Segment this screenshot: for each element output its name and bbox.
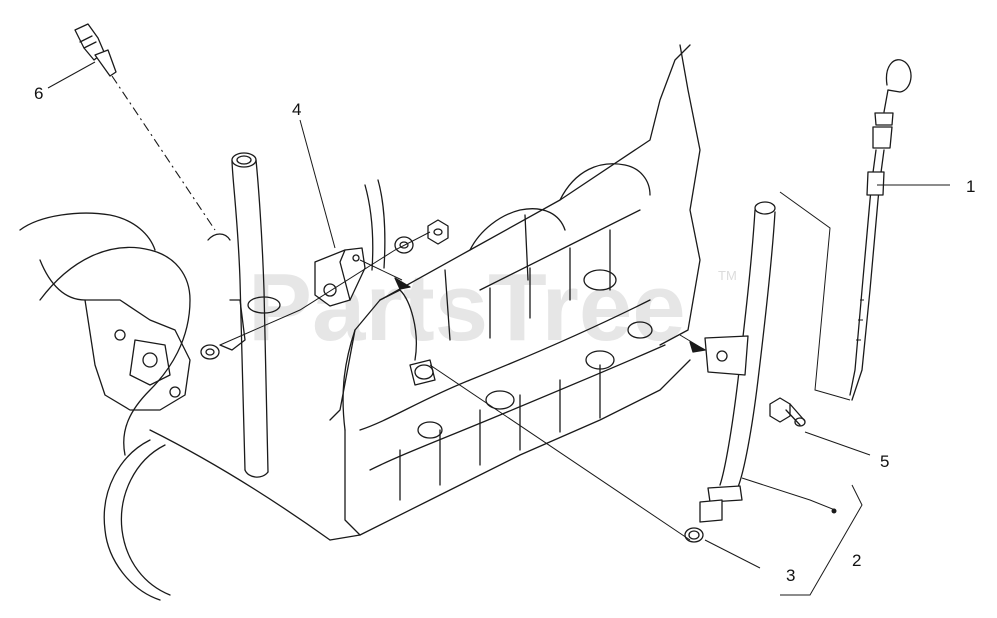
gear-housing	[19, 212, 331, 601]
callout-1: 1	[966, 177, 975, 196]
callout-5: 5	[880, 452, 889, 471]
dipstick-guide-tube	[679, 201, 776, 543]
callout-4: 4	[292, 100, 301, 119]
callout-2: 2	[852, 551, 861, 570]
watermark-text: PartsTree	[248, 254, 686, 361]
leader-lines	[47, 61, 950, 596]
watermark-trademark: TM	[718, 268, 737, 283]
callout-3: 3	[786, 566, 795, 585]
plug-6	[74, 23, 231, 241]
bolt-5	[769, 397, 806, 427]
dipstick-1	[849, 59, 912, 401]
engine-block	[329, 44, 701, 541]
breather-pipe	[231, 152, 281, 478]
callout-6: 6	[34, 84, 43, 103]
bracket-assembly	[200, 219, 449, 360]
